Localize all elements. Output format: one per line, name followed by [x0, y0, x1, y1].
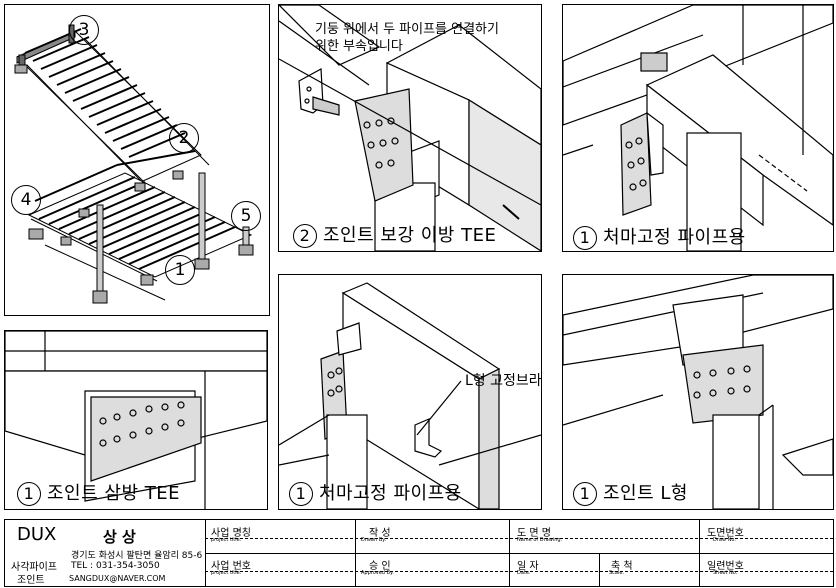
company-address: 경기도 화성시 팔탄면 율암리 85-6 [71, 551, 203, 561]
callout-5: 5 [231, 201, 261, 231]
date-en: Date. [517, 570, 531, 576]
circled-number: 1 [17, 482, 41, 506]
caption-text: 조인트 보강 이방 TEE [323, 225, 497, 246]
date-label: 일 자 [517, 561, 539, 572]
project-no-label: 사업 번호 [211, 561, 251, 572]
three-way-tee-drawing [5, 331, 267, 509]
callout-3: 3 [69, 15, 99, 45]
panel-3-caption: 1 처마고정 파이프용 [573, 223, 746, 250]
detail-panel-2: 기둥 위에서 두 파이프를 연결하기 위한 부속입니다 2 조인트 보강 이방 T… [278, 4, 542, 252]
panel-2-note: 기둥 위에서 두 파이프를 연결하기 위한 부속입니다 [315, 21, 499, 55]
product-line-1: 사각파이프 [11, 562, 57, 573]
product-line-2: 조인트 [17, 575, 45, 586]
eaves-fix-drawing [563, 5, 833, 251]
project-no-en: project title. [211, 570, 242, 576]
detail-panel-5: L형 고정브라켓 1 처마고정 파이프용 [278, 274, 542, 510]
drawing-name-label: 도 면 명 [517, 528, 551, 539]
callout-2: 2 [169, 123, 199, 153]
caption-text: 처마고정 파이프용 [603, 227, 746, 248]
brand-name: DUX [17, 524, 57, 545]
scale-label: 축 척 [611, 561, 633, 572]
caption-text: 조인트 L형 [603, 483, 688, 504]
note-line-2: 위한 부속입니다 [315, 39, 403, 54]
panel-6-caption: 1 조인트 L형 [573, 479, 688, 506]
approved-by-en: Approved By. [361, 570, 394, 576]
caption-text: 조인트 삼방 TEE [47, 483, 180, 504]
overview-panel: 3 2 4 5 1 [4, 4, 270, 316]
sheet-no-label: 일련번호 [707, 561, 744, 572]
caption-text: 처마고정 파이프용 [319, 483, 462, 504]
title-block-dashed-line-2 [205, 571, 833, 572]
company-email: SANGDUX@NAVER.COM [69, 574, 166, 583]
scale-en: Scale. [609, 570, 625, 576]
title-block-dashed-line [205, 538, 833, 539]
drawn-by-en: Drawn By. [361, 537, 387, 543]
bracket-label: L형 고정브라켓 [465, 373, 542, 389]
detail-panel-3: 1 처마고정 파이프용 [562, 4, 834, 252]
company-name: 상 상 [103, 528, 136, 546]
drawing-no-label: 도면번호 [707, 528, 744, 539]
l-bracket-drawing [279, 282, 541, 509]
detail-panel-4: 1 조인트 삼방 TEE [4, 330, 268, 510]
panel-5-caption: 1 처마고정 파이프용 [289, 479, 462, 506]
detail-panel-6: 1 조인트 L형 [562, 274, 834, 510]
title-block: DUX 상 상 사각파이프 조인트 경기도 화성시 팔탄면 율암리 85-6 T… [4, 519, 834, 587]
project-name-label: 사업 명칭 [211, 528, 251, 539]
title-block-scale-divider [509, 553, 600, 586]
panel-4-caption: 1 조인트 삼방 TEE [17, 479, 180, 506]
callout-4: 4 [11, 185, 41, 215]
circled-number: 1 [573, 226, 597, 250]
callout-1: 1 [165, 255, 195, 285]
circled-number: 1 [573, 482, 597, 506]
circled-number: 2 [293, 224, 317, 248]
circled-number: 1 [289, 482, 313, 506]
panel-2-caption: 2 조인트 보강 이방 TEE [293, 221, 496, 248]
note-line-1: 기둥 위에서 두 파이프를 연결하기 [315, 22, 499, 37]
l-joint-drawing [563, 275, 833, 509]
approved-by-label: 승 인 [369, 561, 391, 572]
tee-joint-drawing [279, 5, 541, 251]
drawn-by-label: 작 성 [369, 528, 391, 539]
deck-frame-drawing [14, 24, 254, 304]
drawing-no-en: Draw No. [713, 537, 736, 543]
project-name-en: project title. [211, 537, 242, 543]
drawing-name-en: Name of Drawing. [517, 537, 563, 543]
sheet-no-en: Sheet No. [713, 570, 738, 576]
company-tel: TEL : 031-354-3050 [71, 561, 160, 571]
title-block-row-divider [205, 553, 833, 554]
